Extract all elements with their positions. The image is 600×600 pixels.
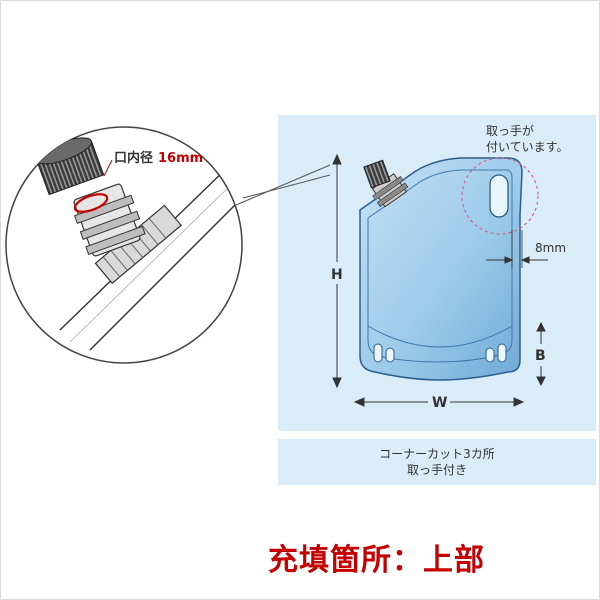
handle-slot (489, 174, 509, 218)
inner-diameter-label: 口内径 (114, 150, 153, 166)
width-label: W (432, 395, 447, 411)
spout-zoom-circle (5, 126, 243, 364)
bottom-slot-right-2 (497, 343, 507, 363)
handle-highlight-circle (461, 157, 539, 235)
height-label: H (331, 267, 343, 283)
caption-line2: 取っ手付き (406, 463, 467, 477)
inner-diameter-leader (103, 159, 113, 177)
caption-line1: コーナーカット3カ所 (379, 447, 495, 461)
pouch-spout (371, 173, 409, 208)
handle-note-line1: 取っ手が (486, 123, 534, 138)
bottom-slot-left-2 (385, 347, 395, 363)
width-dimension (353, 397, 525, 407)
zoom-leader-lines (235, 164, 331, 206)
handle-offset-label: 8mm (535, 241, 566, 255)
height-dimension (332, 153, 342, 389)
handle-note-line2: 付いています。 (486, 140, 568, 154)
spouted-pouch (359, 157, 523, 381)
inner-diameter-value: 16mm (158, 151, 203, 166)
feature-caption-box: コーナーカット3カ所 取っ手付き (278, 439, 596, 485)
bottom-slot-left (373, 343, 383, 363)
bottom-slot-right (485, 347, 495, 363)
bottom-label: B (535, 348, 546, 364)
bottom-dimension (536, 321, 546, 387)
handle-offset-dimension (486, 230, 548, 268)
pouch-cap (363, 159, 391, 189)
fill-location-heading: 充填箇所：上部 (268, 543, 485, 578)
inner-diameter-ring (73, 193, 109, 213)
